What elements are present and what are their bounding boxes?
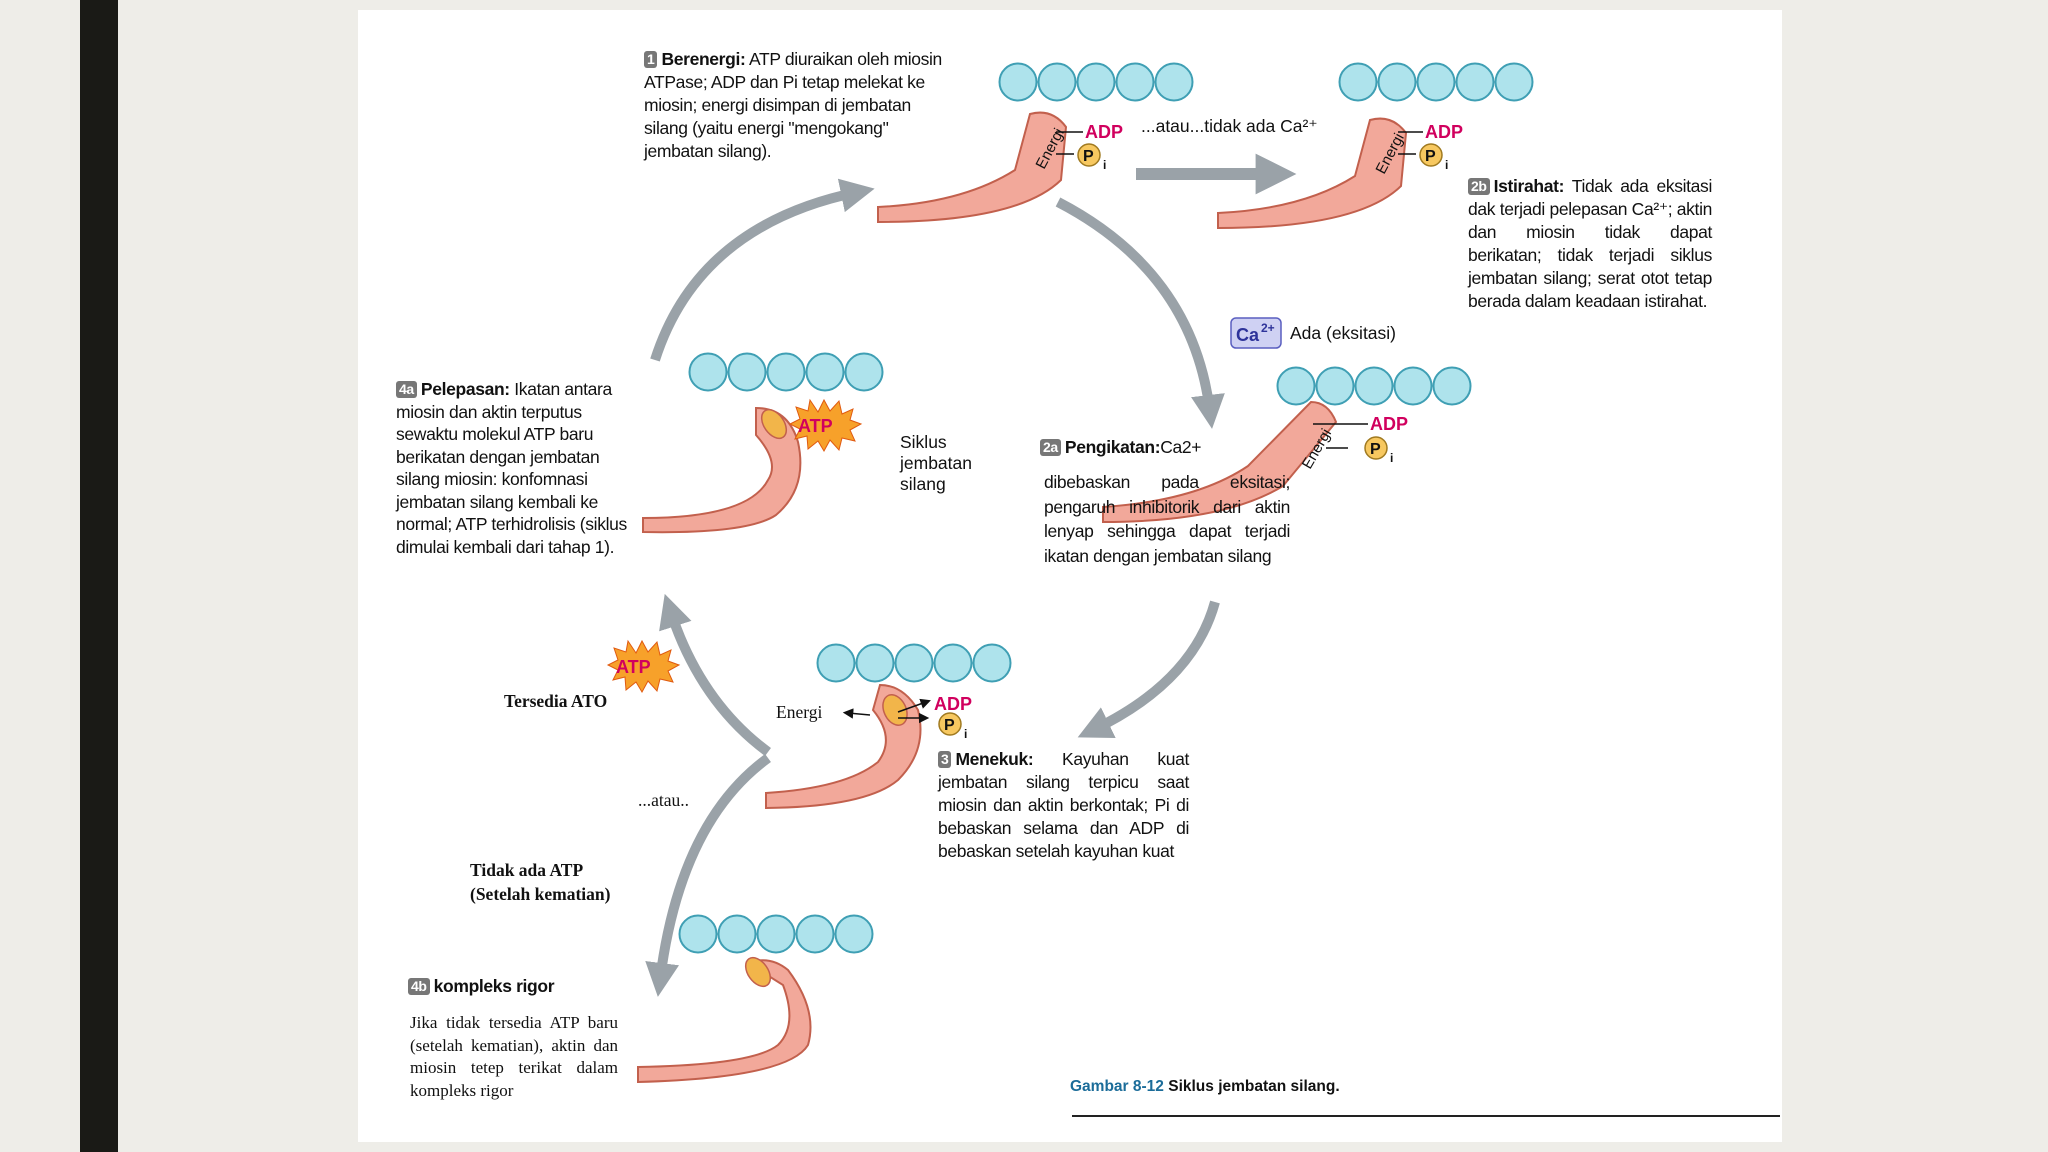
step4b-badge: 4b: [408, 978, 430, 995]
p-label: P: [1083, 148, 1094, 165]
adp-pi-step3: ADP P i Energi: [776, 694, 972, 741]
actin-step2a: [1276, 366, 1472, 406]
step1-text: ATP diuraikan oleh miosin ATPase; ADP da…: [644, 49, 942, 161]
adp-pi-step1: ADP P i: [1056, 122, 1123, 172]
no-atp-label: Tidak ada ATP (Setelah kematian): [470, 858, 610, 906]
energi-released-label: Energi: [776, 702, 822, 722]
adp-pi-step2a: ADP P i: [1313, 414, 1408, 465]
arrow-4a-to-1: [650, 178, 875, 362]
atp-label: ATP: [616, 657, 651, 677]
ca-label: Ca: [1236, 325, 1260, 345]
actin-step3: [816, 643, 1012, 683]
adp-label: ADP: [1425, 122, 1463, 142]
step1-badge: 1: [644, 51, 658, 68]
step4a-badge: 4a: [396, 381, 417, 398]
step2b-text: Tidak ada eksitasi dak terjadi pelepasan…: [1468, 176, 1712, 311]
step2a-title: Pengikatan:: [1064, 437, 1161, 457]
diagram-panel: Energi Energi Energi: [358, 10, 1782, 1142]
no-atp-line1: Tidak ada ATP: [470, 860, 584, 880]
p-sub-label: i: [1445, 158, 1448, 172]
p-label: P: [1425, 148, 1436, 165]
atp-available-label: Tersedia ATO: [504, 691, 608, 711]
actin-step4b: [678, 914, 874, 954]
atp-label: ATP: [798, 416, 833, 436]
adp-label: ADP: [1085, 122, 1123, 142]
p-label: P: [944, 717, 955, 734]
arrow-3-to-4b: [645, 753, 771, 997]
figure-caption: Gambar 8-12 Siklus jembatan silang.: [1070, 1078, 1340, 1096]
step4a-title: Pelepasan:: [420, 379, 510, 399]
myosin-step1: Energi: [877, 111, 1068, 224]
step4b-title: kompleks rigor: [433, 976, 555, 996]
caption-rule: [1072, 1115, 1780, 1117]
ca-sup-label: 2+: [1261, 321, 1275, 335]
myosin-step3: [765, 683, 922, 810]
step3-title: Menekuk:: [955, 749, 1034, 769]
cycle-center-label: Siklus jembatan silang: [900, 432, 972, 494]
step2a-badge: 2a: [1040, 439, 1061, 456]
cross-bridge-cycle-diagram: Energi Energi Energi: [606, 62, 1534, 1084]
step3-text: Kayuhan kuat jembatan silang terpicu saa…: [938, 749, 1190, 861]
step4b-text: Jika tidak tersedia ATP baru (setelah ke…: [410, 1013, 618, 1100]
actin-step4a: [688, 352, 884, 392]
atp-burst-step4a: ATP: [788, 398, 863, 453]
p-label: P: [1370, 441, 1381, 458]
myosin-step4a: [642, 406, 802, 534]
arrow-1-to-2a: [1055, 197, 1225, 429]
no-atp-line2: (Setelah kematian): [470, 884, 611, 904]
excitation-present-label: Ada (eksitasi): [1290, 323, 1397, 343]
actin-step2b: [1338, 62, 1534, 102]
step3-badge: 3: [938, 751, 952, 768]
p-sub-label: i: [1390, 451, 1393, 465]
or-label: ...atau..: [638, 790, 690, 810]
step2b-badge: 2b: [1468, 178, 1490, 195]
arrow-3-to-4a: [659, 593, 771, 757]
actin-step1: [998, 62, 1194, 102]
step2b-title: Istirahat:: [1493, 176, 1565, 196]
adp-label: ADP: [1370, 414, 1408, 434]
left-sidebar-bar: [80, 0, 118, 1152]
myosin-step4b: [637, 956, 812, 1084]
figure-caption-text: Siklus jembatan silang.: [1168, 1078, 1340, 1095]
atp-burst-available: ATP: [606, 639, 681, 694]
p-sub-label: i: [1103, 158, 1106, 172]
p-sub-label: i: [964, 727, 967, 741]
arrow-2a-to-3: [1077, 600, 1220, 738]
figure-number: Gambar 8-12: [1070, 1078, 1164, 1095]
step1-title: Berenergi:: [661, 49, 746, 69]
myosin-step2a: Energi: [1102, 400, 1338, 524]
step2a-title-rest: Ca2+: [1160, 437, 1202, 457]
myosin-step2b: Energi: [1217, 117, 1408, 230]
step2a-text: dibebaskan pada eksitasi; pengaruh inhib…: [1044, 472, 1290, 566]
step4a-text: Ikatan antara miosin dan aktin terputus …: [396, 379, 627, 557]
calcium-box: Ca 2+: [1230, 317, 1282, 349]
no-calcium-label: ...atau...tidak ada Ca²⁺: [1141, 116, 1318, 136]
adp-pi-step2b: ADP P i: [1398, 122, 1463, 172]
adp-label: ADP: [934, 694, 972, 714]
